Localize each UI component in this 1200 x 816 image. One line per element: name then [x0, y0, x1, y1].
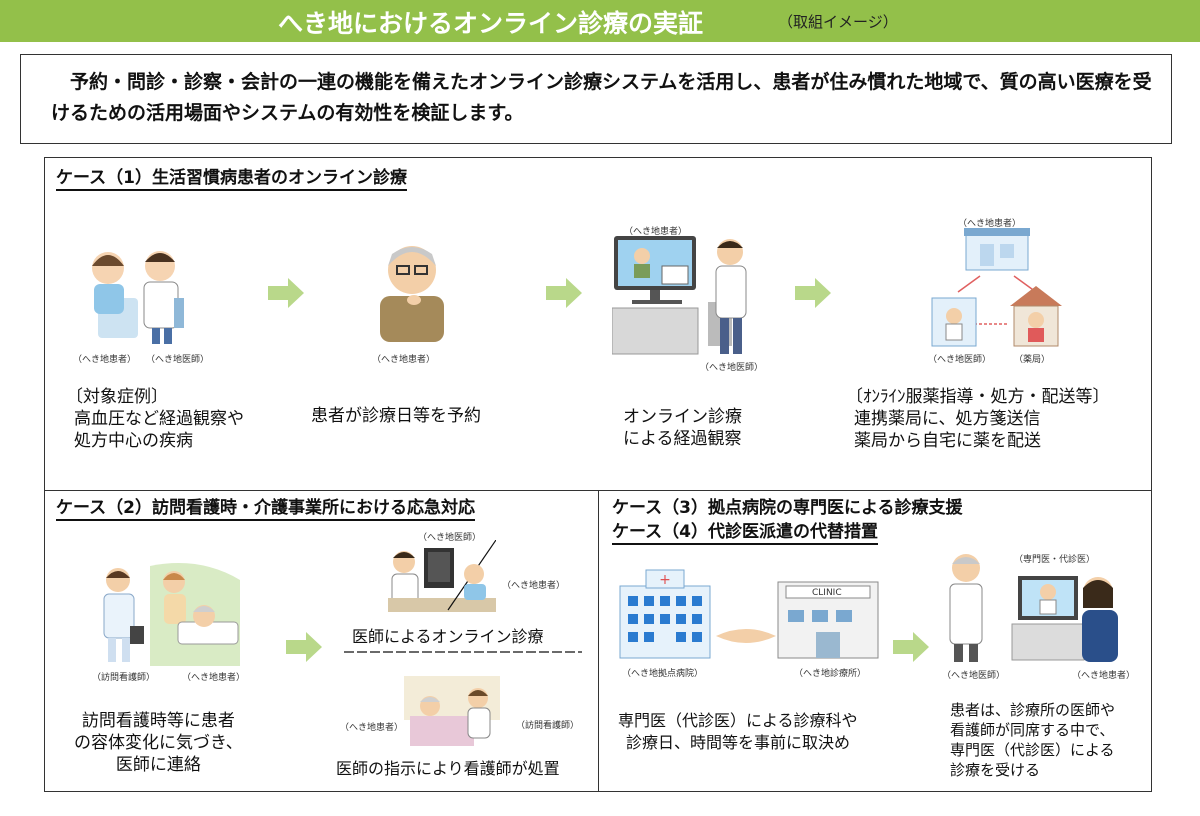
- case4-title: ケース（4）代診医派遣の代替措置: [612, 522, 878, 545]
- label-patient-c2: （へき地患者）: [182, 673, 246, 683]
- desc-line: 診療日、時間等を事前に取決め: [626, 733, 851, 752]
- label-doctor-1: （へき地医師）: [146, 355, 210, 365]
- desc-line: の容体変化に気づき、: [74, 733, 243, 753]
- label-patient-c2b: （へき地患者）: [502, 581, 566, 591]
- arrow-right-icon: [893, 632, 929, 662]
- divider-vertical: [598, 490, 599, 792]
- hospital-clinic-handshake-illustration: +: [619, 569, 879, 659]
- label-clinic: （へき地診療所）: [794, 669, 867, 679]
- case1-title: ケース（1）生活習慣病患者のオンライン診療: [56, 168, 407, 191]
- desc-line: 看護師が同席する中で、: [950, 721, 1115, 739]
- label-patient-c2c: （へき地患者）: [340, 723, 404, 733]
- desc-line: 訪問看護時等に患者: [81, 711, 235, 731]
- online-consultation-illustration: [612, 236, 747, 355]
- label-patient-3: （へき地患者）: [624, 227, 688, 237]
- desc-line: 患者は、診療所の医師や: [950, 701, 1116, 719]
- case2-title: ケース（2）訪問看護時・介護事業所における応急対応: [56, 498, 475, 521]
- arrow-right-icon: [268, 278, 304, 308]
- case1-step1-desc: 〔対象症例〕 高血圧など経過観察や 処方中心の疾病: [66, 386, 244, 452]
- desc-line: 患者が診療日等を予約: [311, 406, 481, 426]
- case34-desc-left: 専門医（代診医）による診療科や 診療日、時間等を事前に取決め: [618, 710, 858, 754]
- label-patient-4: （へき地患者）: [958, 219, 1022, 229]
- elderly-patient-illustration: [380, 246, 444, 342]
- desc-line: 診療を受ける: [950, 761, 1041, 779]
- online-caption: 医師によるオンライン診療: [352, 627, 544, 646]
- desc-line: 〔ｵﾝﾗｲﾝ服薬指導・処方・配送等〕: [846, 387, 1110, 407]
- arrow-right-icon: [795, 278, 831, 308]
- desc-line: 医師に連絡: [115, 755, 201, 775]
- consultation-illustration: [92, 251, 184, 344]
- label-doctor-c2: （へき地医師）: [418, 533, 482, 543]
- specialist-consult-illustration: [949, 554, 1118, 662]
- pharmacy-network-illustration: [931, 228, 1062, 347]
- label-doctor-3: （へき地医師）: [700, 363, 764, 373]
- dashed-divider: [344, 651, 582, 653]
- desc-line: 連携薬局に、処方箋送信: [854, 409, 1041, 429]
- label-patient-c34: （へき地患者）: [1072, 671, 1136, 681]
- desc-line: 〔対象症例〕: [66, 387, 168, 407]
- doctor-online-illustration: [388, 540, 496, 612]
- treatment-caption: 医師の指示により看護師が処置: [336, 759, 560, 778]
- desc-line: 高血圧など経過観察や: [74, 409, 244, 429]
- title-bar: へき地におけるオンライン診療の実証 （取組イメージ）: [0, 0, 1200, 42]
- desc-line: オンライン診療: [623, 407, 742, 427]
- label-doctor-4: （へき地医師）: [928, 355, 992, 365]
- case1-step3-desc: オンライン診療 による経過観察: [623, 406, 742, 450]
- label-visit-nurse-2: （訪問看護師）: [516, 721, 580, 731]
- label-specialist: （専門医・代診医）: [1014, 555, 1096, 565]
- case3-title: ケース（3）拠点病院の専門医による診療支援: [612, 498, 963, 518]
- desc-line: 専門医（代診医）による: [950, 741, 1115, 759]
- label-patient-2: （へき地患者）: [372, 355, 436, 365]
- case1-step2-desc: 患者が診療日等を予約: [311, 405, 481, 427]
- page-title: へき地におけるオンライン診療の実証: [278, 9, 704, 38]
- label-patient-1: （へき地患者）: [73, 355, 137, 365]
- desc-line: による経過観察: [623, 429, 742, 449]
- case34-desc-right: 患者は、診療所の医師や 看護師が同席する中で、 専門医（代診医）による 診療を受…: [950, 700, 1115, 780]
- case2-desc: 訪問看護時等に患者 の容体変化に気づき、 医師に連絡: [74, 710, 243, 776]
- label-pharmacy: （薬局）: [1014, 355, 1051, 365]
- desc-line: 薬局から自宅に薬を配送: [854, 431, 1041, 451]
- label-doctor-c34: （へき地医師）: [942, 671, 1006, 681]
- intro-box: 予約・問診・診察・会計の一連の機能を備えたオンライン診療システムを活用し、患者が…: [20, 54, 1172, 144]
- label-visit-nurse: （訪問看護師）: [92, 673, 156, 683]
- desc-line: 処方中心の疾病: [74, 431, 193, 451]
- intro-text: 予約・問診・診察・会計の一連の機能を備えたオンライン診療システムを活用し、患者が…: [51, 71, 1152, 124]
- desc-line: 専門医（代診医）による診療科や: [618, 711, 858, 730]
- label-base-hospital: （へき地拠点病院）: [622, 669, 704, 679]
- page-subtitle: （取組イメージ）: [778, 13, 898, 31]
- home-visit-nurse-illustration: [103, 563, 240, 666]
- svg-text:+: +: [659, 572, 671, 588]
- case1-step4-desc: 〔ｵﾝﾗｲﾝ服薬指導・処方・配送等〕 連携薬局に、処方箋送信 薬局から自宅に薬を…: [846, 386, 1110, 452]
- clinic-sign: CLINIC: [812, 588, 842, 598]
- arrow-right-icon: [546, 278, 582, 308]
- nurse-treatment-illustration: [404, 676, 500, 746]
- arrow-right-icon: [286, 632, 322, 662]
